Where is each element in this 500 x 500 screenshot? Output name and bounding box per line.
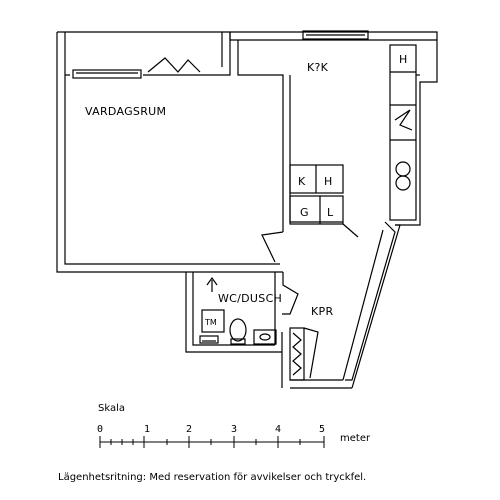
stove-burners xyxy=(395,161,411,191)
caption: Lägenhetsritning: Med reservation för av… xyxy=(58,472,366,483)
balcony-door xyxy=(143,57,205,76)
living-room-window xyxy=(72,69,142,79)
appliance-label-hood: H xyxy=(399,53,408,66)
appliance-label-g: G xyxy=(300,206,309,219)
sink xyxy=(253,329,277,345)
scale-unit: meter xyxy=(340,433,371,444)
scale-tick-4: 4 xyxy=(275,424,281,435)
room-label-kitchen: K?K xyxy=(307,61,329,74)
room-label-living: VARDAGSRUM xyxy=(85,105,166,118)
appliance-label-tm: TM xyxy=(204,318,217,327)
appliance-block xyxy=(289,164,344,225)
living-room-walls xyxy=(56,32,283,273)
scale-tick-3: 3 xyxy=(231,424,237,435)
shower-drain xyxy=(199,335,219,344)
scale-tick-1: 1 xyxy=(144,424,150,435)
room-label-hall: KPR xyxy=(311,305,333,318)
appliance-label-h: H xyxy=(324,175,333,188)
scale-label: Skala xyxy=(98,403,125,414)
living-room-top-wall xyxy=(57,31,231,76)
kitchen-counter xyxy=(389,44,420,221)
scale-tick-2: 2 xyxy=(186,424,192,435)
scale-bar: Skala 0 1 2 3 4 5 meter xyxy=(97,403,371,448)
bathroom-walls xyxy=(185,272,282,353)
appliance-label-k: K xyxy=(298,175,306,188)
hall-walls xyxy=(281,221,396,389)
room-label-bathroom: WC/DUSCH xyxy=(218,292,282,305)
kitchen-hall-door xyxy=(261,221,359,263)
entrance-door xyxy=(303,327,319,379)
ventilation-arrow xyxy=(206,276,218,292)
hall-wardrobe xyxy=(289,327,305,381)
scale-tick-5: 5 xyxy=(319,424,325,435)
appliance-label-l: L xyxy=(327,206,334,219)
scale-tick-0: 0 xyxy=(97,424,103,435)
toilet xyxy=(229,318,247,345)
washing-machine xyxy=(201,309,225,333)
kitchen-window xyxy=(302,30,369,40)
bathroom-door xyxy=(282,272,299,315)
